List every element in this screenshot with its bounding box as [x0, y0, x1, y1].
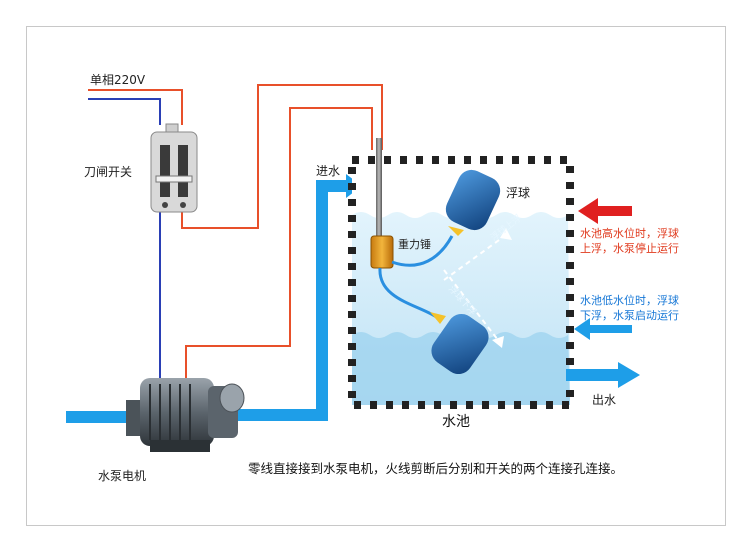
- float-ball-low: [430, 312, 489, 375]
- knife-switch-graphic: [150, 123, 198, 213]
- pump-motor-label: 水泵电机: [98, 469, 147, 483]
- inlet-label: 进水: [316, 164, 341, 178]
- live-wire-switch-out: [181, 84, 383, 229]
- pump-motor-graphic: [126, 378, 245, 452]
- outlet-arrow: [566, 362, 640, 388]
- high-level-arrow: [578, 198, 632, 224]
- pump-inlet-pipe: [66, 411, 128, 423]
- pool-label: 水池: [442, 414, 470, 430]
- float-switch-rod: [376, 138, 382, 240]
- low-level-note: 水池低水位时，浮球下浮，水泵启动运行: [580, 294, 679, 322]
- low-level-arrow: [574, 318, 632, 340]
- wiring-note: 零线直接接到水泵电机，火线剪断后分别和开关的两个连接孔连接。: [248, 461, 624, 476]
- power-label: 单相220V: [90, 73, 146, 87]
- float-cable-high: [391, 235, 454, 267]
- float-ball-label: 浮球: [506, 186, 531, 200]
- knife-switch-label: 刀闸开关: [84, 165, 133, 179]
- live-wire-return: [185, 107, 373, 378]
- counterweight-label: 重力锤: [398, 238, 431, 251]
- outlet-label: 出水: [592, 393, 617, 407]
- live-wire-in: [88, 89, 183, 125]
- pump-outlet-pipe: [238, 180, 346, 421]
- neutral-wire: [88, 98, 161, 125]
- float-ball-high: [445, 169, 501, 236]
- diagram-frame: [26, 26, 726, 526]
- counterweight-graphic: [370, 235, 394, 269]
- high-level-note: 水池高水位时，浮球上浮，水泵停止运行: [580, 227, 679, 255]
